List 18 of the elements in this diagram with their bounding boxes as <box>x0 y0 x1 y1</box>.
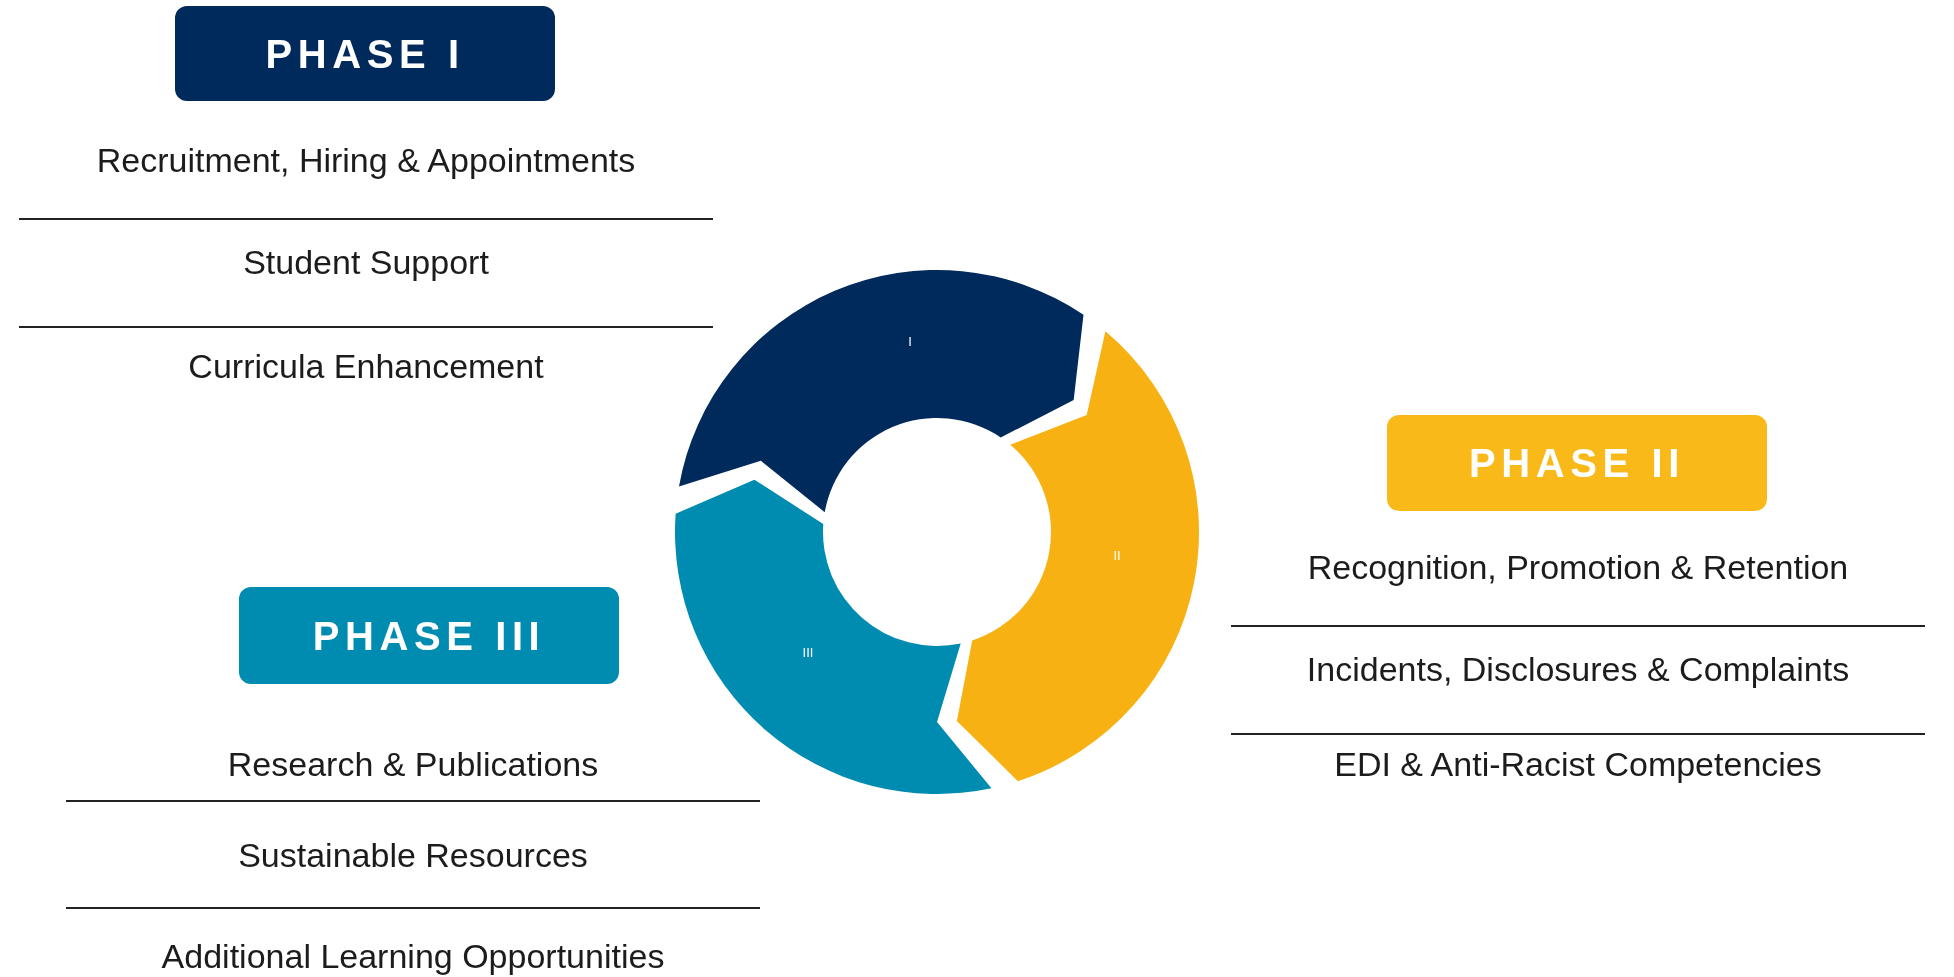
category-label: Curricula Enhancement <box>188 346 544 386</box>
category-label: Recognition, Promotion & Retention <box>1307 547 1849 587</box>
cycle-arrow-segment <box>675 479 992 794</box>
phase-badge: PHASE III <box>239 587 619 684</box>
phase-numeral: I <box>908 334 912 348</box>
cycle-arrow-segment <box>679 270 1084 513</box>
phase-numeral: III <box>802 645 814 659</box>
category-label: Recruitment, Hiring & Appointments <box>96 140 636 180</box>
category-label: Additional Learning Opportunities <box>161 936 665 976</box>
category-label: Incidents, Disclosures & Complaints <box>1306 649 1850 689</box>
category-label: EDI & Anti-Racist Competencies <box>1334 744 1822 784</box>
phase-numeral: II <box>1113 548 1121 562</box>
category-label: Student Support <box>243 242 489 282</box>
phase-badge: PHASE I <box>175 6 555 101</box>
category-label: Sustainable Resources <box>238 835 588 875</box>
cycle-arrow-segment <box>956 331 1199 782</box>
category-label: Research & Publications <box>227 744 599 784</box>
phase-badge: PHASE II <box>1387 415 1767 511</box>
